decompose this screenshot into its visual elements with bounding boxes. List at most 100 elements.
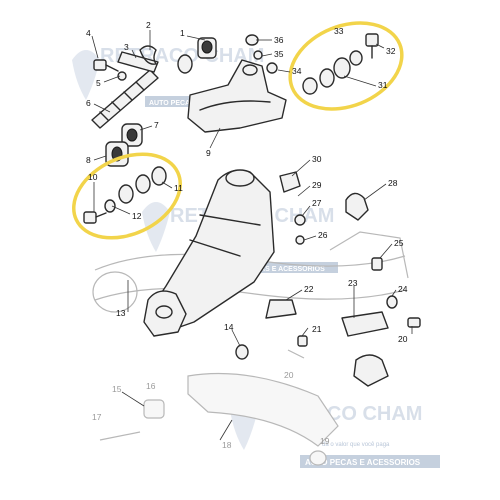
subframe-lower-line	[94, 287, 406, 301]
washer-part-35	[253, 50, 263, 60]
bushing-part-14	[235, 344, 249, 360]
label-part-20-lower: 20	[284, 370, 294, 380]
leader-25	[379, 243, 393, 259]
leader-3	[131, 49, 137, 59]
label-part-22: 22	[304, 284, 314, 294]
lower-bushing-bore	[155, 305, 173, 319]
label-part-14: 14	[224, 322, 234, 332]
pin-part-20-lower	[287, 349, 305, 359]
label-part-6: 6	[86, 98, 91, 108]
subframe-right-bracket	[329, 231, 409, 279]
washer-part-26	[295, 235, 305, 245]
leader-4	[91, 35, 99, 59]
leader-22	[285, 289, 303, 301]
clamp-plate-part-3	[117, 51, 159, 73]
nut-part-27	[294, 214, 306, 226]
label-part-23: 23	[348, 278, 358, 288]
shaft-threads	[99, 81, 145, 121]
label-part-26: 26	[318, 230, 328, 240]
label-part-21: 21	[312, 324, 322, 334]
washer-31c	[333, 57, 351, 79]
label-part-20: 20	[398, 334, 408, 344]
leader-18	[219, 419, 233, 441]
label-part-24: 24	[398, 284, 408, 294]
leader-11	[161, 181, 173, 189]
nut-part-21	[297, 335, 308, 347]
washer-31b	[319, 68, 335, 88]
label-part-10: 10	[88, 172, 98, 182]
support-tower-edges	[189, 214, 261, 257]
label-part-1: 1	[180, 28, 185, 38]
bolt-part-17	[99, 431, 141, 441]
label-part-31: 31	[378, 80, 388, 90]
label-part-27: 27	[312, 198, 322, 208]
watermark-slogan: dá o valor que você paga	[322, 442, 390, 448]
washer-part-5	[177, 54, 193, 74]
leader-28	[363, 183, 387, 201]
watermark-tagline-bottom: AUTO PECAS E ACESSORIOS	[305, 458, 421, 467]
bolt-part-10-head	[83, 211, 97, 224]
label-part-12: 12	[132, 211, 142, 221]
washer-12b	[118, 184, 134, 204]
leader-24	[391, 289, 397, 297]
bolt-part-4-head	[93, 59, 107, 71]
nut-part-24	[386, 295, 398, 309]
label-part-3: 3	[124, 42, 129, 52]
leader-29	[297, 185, 311, 197]
label-part-7: 7	[154, 120, 159, 130]
label-part-29: 29	[312, 180, 322, 190]
bump-stop-part-30	[279, 171, 301, 193]
bracket-part-22	[265, 299, 297, 319]
leader-9	[209, 127, 221, 149]
support-tower-top	[225, 169, 255, 187]
highlight-circles	[72, 21, 404, 240]
label-part-5: 5	[96, 78, 101, 88]
right-side-hardware	[235, 171, 421, 387]
leader-6	[93, 103, 111, 113]
label-part-9: 9	[206, 148, 211, 158]
label-part-18: 18	[222, 440, 232, 450]
leader-12	[111, 205, 131, 215]
upper-arm-rib	[199, 100, 271, 111]
watermark-band-bottom	[300, 455, 440, 468]
label-part-13: 13	[116, 308, 126, 318]
bolt-part-10-shank	[95, 212, 107, 218]
label-part-11: 11	[174, 183, 183, 193]
label-part-28: 28	[388, 178, 398, 188]
lower-bushing-housing	[143, 290, 187, 337]
label-part-33: 33	[334, 26, 344, 36]
ball-joint-part-19	[309, 450, 327, 466]
leader-15	[121, 391, 145, 407]
nut-part-34	[266, 62, 278, 74]
part-number-labels: 1 2 3 4 5 6 7 8 9 10 11 12 13 14 15 16 1…	[86, 20, 408, 450]
label-part-32: 32	[386, 46, 396, 56]
label-part-35: 35	[274, 49, 284, 59]
label-part-2: 2	[146, 20, 151, 30]
label-part-25: 25	[394, 238, 404, 248]
leader-27	[301, 205, 311, 217]
leader-1	[186, 35, 206, 41]
lower-arm-part-18	[187, 372, 339, 447]
watermark-band-mid	[220, 262, 338, 273]
label-part-34: 34	[292, 66, 302, 76]
bushing-1-bore	[201, 40, 213, 54]
washer-11b	[151, 166, 167, 186]
bushing-7-bore	[126, 128, 138, 142]
steering-arm-part-23	[341, 311, 389, 337]
leader-31	[343, 75, 377, 87]
highlight-ring-left	[72, 152, 182, 240]
label-part-17: 17	[92, 412, 102, 422]
washer-31d	[349, 50, 363, 66]
subframe-round-boss	[92, 271, 138, 313]
leader-32	[375, 43, 385, 49]
washer-11a	[135, 174, 151, 194]
label-part-30: 30	[312, 154, 322, 164]
spring-clip-part-2	[139, 45, 157, 65]
leader-30	[291, 159, 311, 177]
label-part-8: 8	[86, 155, 91, 165]
bolt-part-4-shank	[105, 64, 119, 72]
lower-control-arm-faint	[99, 349, 339, 466]
highlight-ring-right	[288, 21, 404, 111]
label-part-4: 4	[86, 28, 91, 38]
